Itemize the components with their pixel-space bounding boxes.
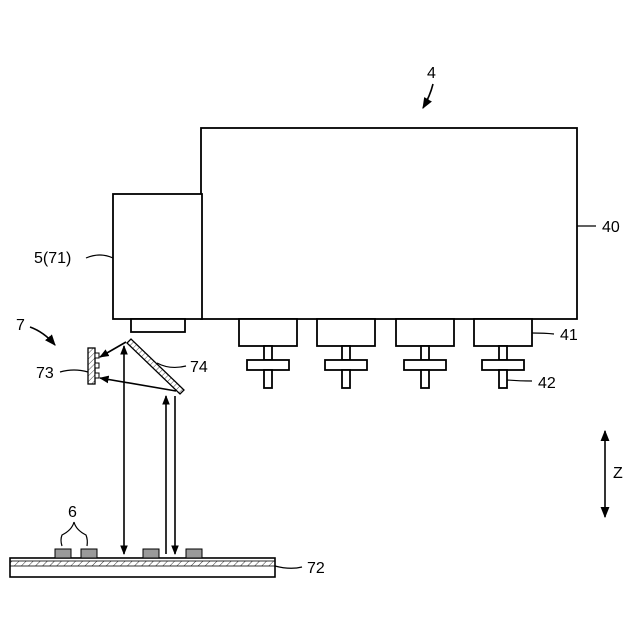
- label-mirror-bracket: 73: [36, 365, 54, 382]
- nozzle-flange: [325, 360, 367, 370]
- leader-line: [532, 333, 554, 334]
- head-group-3: [396, 319, 454, 388]
- label-camera: 5(71): [34, 250, 71, 267]
- camera-unit: [113, 194, 202, 319]
- leader-line: [275, 566, 302, 568]
- nozzle-shaft: [421, 346, 429, 360]
- label-axis: Z: [613, 465, 623, 482]
- nozzle-shaft: [499, 346, 507, 360]
- camera-lens: [131, 319, 185, 332]
- head: [474, 319, 532, 346]
- head: [317, 319, 375, 346]
- label-mirror: 74: [190, 359, 208, 376]
- bracket-tab: [95, 363, 99, 368]
- head-group-2: [317, 319, 375, 388]
- leader-line: [157, 363, 186, 367]
- leader-line: [507, 380, 532, 381]
- pointer-arrow: [30, 327, 55, 345]
- nozzle-shaft: [264, 346, 272, 360]
- label-nozzle: 42: [538, 375, 556, 392]
- label-machine: 4: [427, 65, 436, 82]
- head-body: [201, 128, 577, 319]
- pointer-arrow: [423, 84, 433, 108]
- nozzle-flange: [247, 360, 289, 370]
- nozzle-flange: [482, 360, 524, 370]
- head: [396, 319, 454, 346]
- component: [81, 549, 97, 558]
- leader-line: [61, 522, 74, 546]
- nozzle: [421, 370, 429, 388]
- board-hatch: [10, 561, 275, 566]
- head: [239, 319, 297, 346]
- component: [55, 549, 71, 558]
- light-path-upper: [100, 342, 126, 357]
- nozzle: [264, 370, 272, 388]
- mirror: [127, 339, 184, 394]
- head-group-4: [474, 319, 532, 388]
- leader-line: [60, 370, 88, 372]
- nozzle: [499, 370, 507, 388]
- nozzle-shaft: [342, 346, 350, 360]
- label-optical-unit: 7: [16, 317, 25, 334]
- label-components: 6: [68, 504, 77, 521]
- label-body: 40: [602, 219, 620, 236]
- bracket-tab: [95, 353, 99, 358]
- head-group-1: [239, 319, 297, 388]
- nozzle: [342, 370, 350, 388]
- label-head: 41: [560, 327, 578, 344]
- leader-line: [74, 522, 87, 546]
- bracket-tab: [95, 373, 99, 378]
- label-board: 72: [307, 560, 325, 577]
- mirror-bracket: [88, 348, 95, 384]
- component: [143, 549, 159, 558]
- leader-line: [86, 255, 113, 258]
- component: [186, 549, 202, 558]
- nozzle-flange: [404, 360, 446, 370]
